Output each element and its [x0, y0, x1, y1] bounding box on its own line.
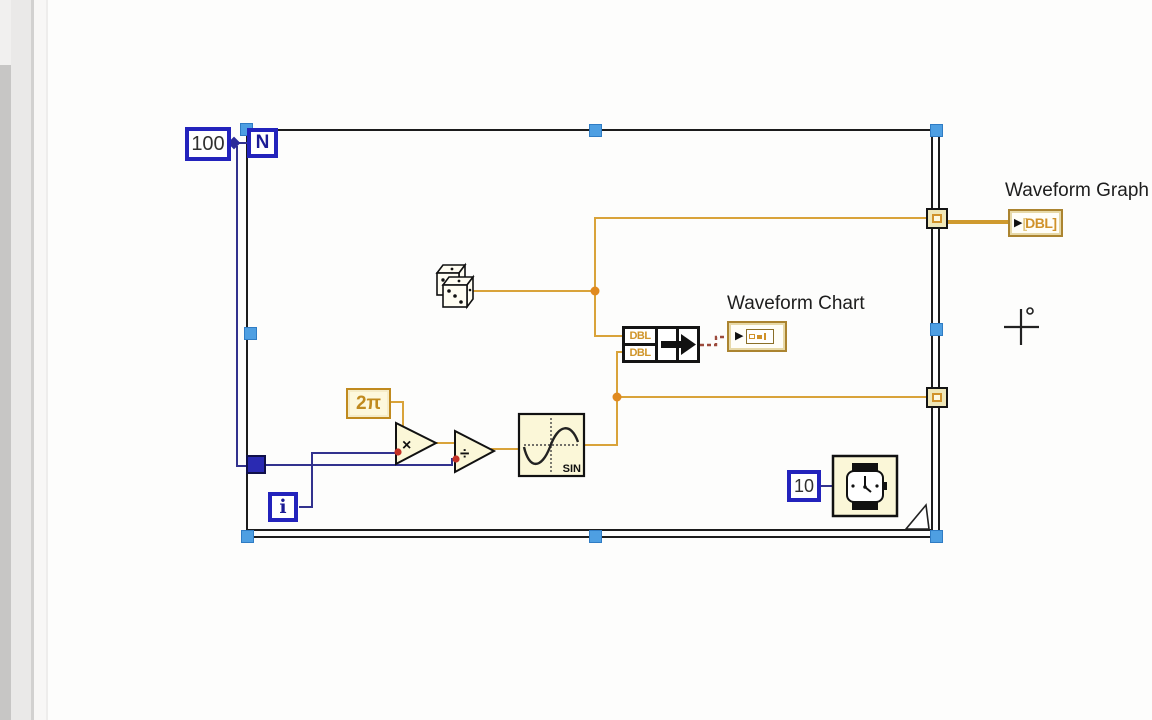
chart-terminal-arrow-icon: ▶	[735, 330, 744, 342]
selection-handle-bottom-right[interactable]	[930, 530, 943, 543]
selection-handle-top-right[interactable]	[930, 124, 943, 137]
selection-handle-bottom-mid[interactable]	[589, 530, 602, 543]
wire-dice-to-bundle[interactable]	[594, 291, 623, 337]
scrollbar-track[interactable]	[11, 0, 31, 720]
waveform-chart-label[interactable]: Waveform Chart	[727, 293, 865, 314]
scrollbar-border	[31, 0, 34, 720]
divide-glyph: ÷	[460, 444, 469, 463]
indexing-tunnel-glyph	[932, 393, 942, 402]
dice-random-icon[interactable]	[435, 262, 475, 310]
wire-junction-dot-sine[interactable]	[612, 392, 622, 402]
sine-curve-icon	[522, 427, 580, 466]
panel-gutter	[34, 0, 46, 720]
bundle-input-type-bottom[interactable]: DBL	[629, 347, 651, 359]
crosshair-cursor	[1004, 307, 1039, 345]
n-terminal-glyph: N	[255, 132, 270, 153]
graph-terminal-arrow-icon: ▶	[1014, 216, 1023, 229]
wire-dice-to-top-tunnel[interactable]	[594, 217, 927, 291]
loop-count-terminal-N[interactable]: N	[247, 128, 278, 158]
sine-label: SIN	[563, 463, 581, 475]
sine-node[interactable]: SIN	[517, 412, 586, 478]
count-constant-100[interactable]: 100	[185, 127, 231, 161]
selection-handle-left-mid[interactable]	[244, 327, 257, 340]
wire-tunnel-to-divide[interactable]	[266, 458, 456, 466]
wire-sine-to-bundle[interactable]	[616, 351, 623, 397]
bundle-divider-v1	[655, 329, 658, 360]
count-constant-value: 100	[191, 132, 225, 155]
divide-node[interactable]	[454, 429, 497, 474]
wait-ms-node[interactable]	[831, 454, 899, 518]
wire-i-to-multiply[interactable]	[299, 452, 396, 508]
selection-handle-top-mid[interactable]	[589, 124, 602, 137]
wire-cluster-to-chart[interactable]	[700, 335, 727, 347]
selection-handle-right-mid[interactable]	[930, 323, 943, 336]
two-pi-value: 2π	[355, 392, 382, 414]
wait-constant-value: 10	[793, 475, 815, 496]
i-terminal-glyph: i	[279, 496, 287, 518]
left-window-edge	[0, 0, 11, 65]
graph-terminal-type: DBL	[1025, 215, 1053, 231]
multiply-glyph: ×	[402, 437, 411, 454]
indexing-tunnel-glyph	[932, 214, 942, 223]
two-pi-constant[interactable]: 2π	[346, 388, 391, 419]
waveform-graph-label[interactable]: Waveform Graph	[1005, 180, 1149, 201]
wire-junction-dot-dice[interactable]	[590, 286, 600, 296]
coercion-dot-divide	[452, 455, 460, 463]
watch-band-top-icon	[852, 463, 878, 472]
loop-fold-corner	[904, 503, 930, 530]
indexing-tunnel-bottom[interactable]	[926, 387, 948, 408]
bundle-input-type-top[interactable]: DBL	[629, 330, 651, 342]
indexing-tunnel-top[interactable]	[926, 208, 948, 229]
selection-handle-bottom-left[interactable]	[241, 530, 254, 543]
input-tunnel-left[interactable]	[246, 455, 266, 474]
waveform-chart-terminal[interactable]: ▶	[727, 321, 787, 352]
wire-count-down-left[interactable]	[236, 146, 249, 467]
wait-constant-10[interactable]: 10	[787, 470, 821, 502]
iteration-terminal-i[interactable]: i	[268, 492, 298, 522]
graph-terminal-bracket-open: [	[1022, 215, 1028, 231]
bundle-arrow-icon	[661, 334, 696, 355]
coercion-dot-multiply	[394, 448, 402, 456]
waveform-graph-terminal[interactable]: ▶ [ DBL ]	[1008, 209, 1063, 237]
bundle-node[interactable]: DBL DBL	[622, 326, 700, 363]
panel-gutter-line	[46, 0, 48, 720]
graph-terminal-bracket-close: ]	[1052, 215, 1058, 231]
left-window-edge-lower	[0, 65, 11, 720]
multiply-node[interactable]	[395, 421, 439, 466]
watch-band-bottom-icon	[852, 501, 878, 510]
wire-sine-out[interactable]	[583, 397, 618, 446]
chart-terminal-glyph-icon	[746, 329, 775, 344]
wire-2pi-to-multiply[interactable]	[391, 401, 404, 430]
bundle-divider-h	[625, 343, 655, 346]
